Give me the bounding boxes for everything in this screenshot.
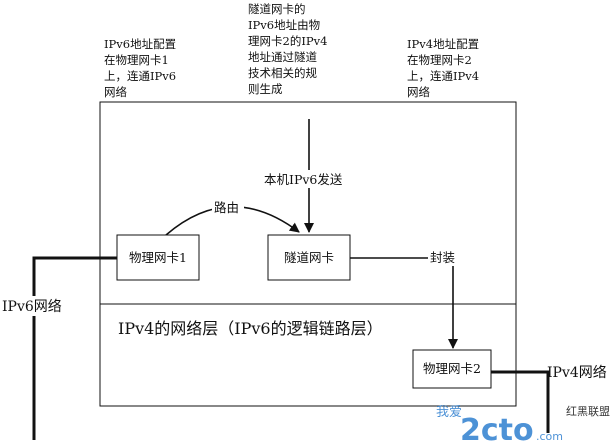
tunnel-nic-label: 隧道网卡 bbox=[284, 250, 334, 265]
host-frame bbox=[99, 101, 517, 407]
ipv6-network-link bbox=[32, 256, 117, 440]
watermark-suffix: .com bbox=[536, 430, 563, 443]
nic1-label: 物理网卡1 bbox=[129, 250, 187, 265]
watermark-site: 2cto bbox=[460, 413, 534, 443]
ipv6-config-note: IPv6地址配置 在物理网卡1 上，连通IPv6 网络 bbox=[104, 37, 180, 99]
watermark-tag: 红黑联盟 bbox=[566, 405, 610, 418]
ipv6-send-label-bg bbox=[262, 170, 356, 188]
nic2-box bbox=[412, 349, 492, 389]
nic1-box bbox=[116, 234, 200, 281]
encapsulate-label-bg bbox=[428, 249, 462, 266]
tunnel-nic-box bbox=[267, 234, 351, 281]
watermark-prefix: 我爱 bbox=[436, 405, 462, 420]
watermark: 我爱 2cto .com 红黑联盟 bbox=[436, 405, 610, 443]
encapsulate-label: 封装 bbox=[430, 250, 455, 265]
ipv6-send-label: 本机IPv6发送 bbox=[264, 172, 343, 187]
ipv6-network-label-bg bbox=[0, 296, 74, 316]
ipv4-network-link bbox=[491, 370, 550, 433]
route-label: 路由 bbox=[214, 200, 239, 215]
ipv4-network-label: IPv4网络 bbox=[547, 365, 607, 381]
ipv4-config-note: IPv4地址配置 在物理网卡2 上，连通IPv4 网络 bbox=[407, 37, 483, 99]
tunnel-config-note: 隧道网卡的 IPv6地址由物 理网卡2的IPv4 地址通过隧道 技术相关的规 则… bbox=[248, 2, 331, 96]
ipv6-network-label: IPv6网络 bbox=[2, 299, 62, 315]
nic2-label: 物理网卡2 bbox=[423, 361, 481, 376]
ipv4-layer-title: IPv4的网络层（IPv6的逻辑链路层） bbox=[118, 319, 383, 338]
route-label-bg bbox=[212, 199, 244, 216]
